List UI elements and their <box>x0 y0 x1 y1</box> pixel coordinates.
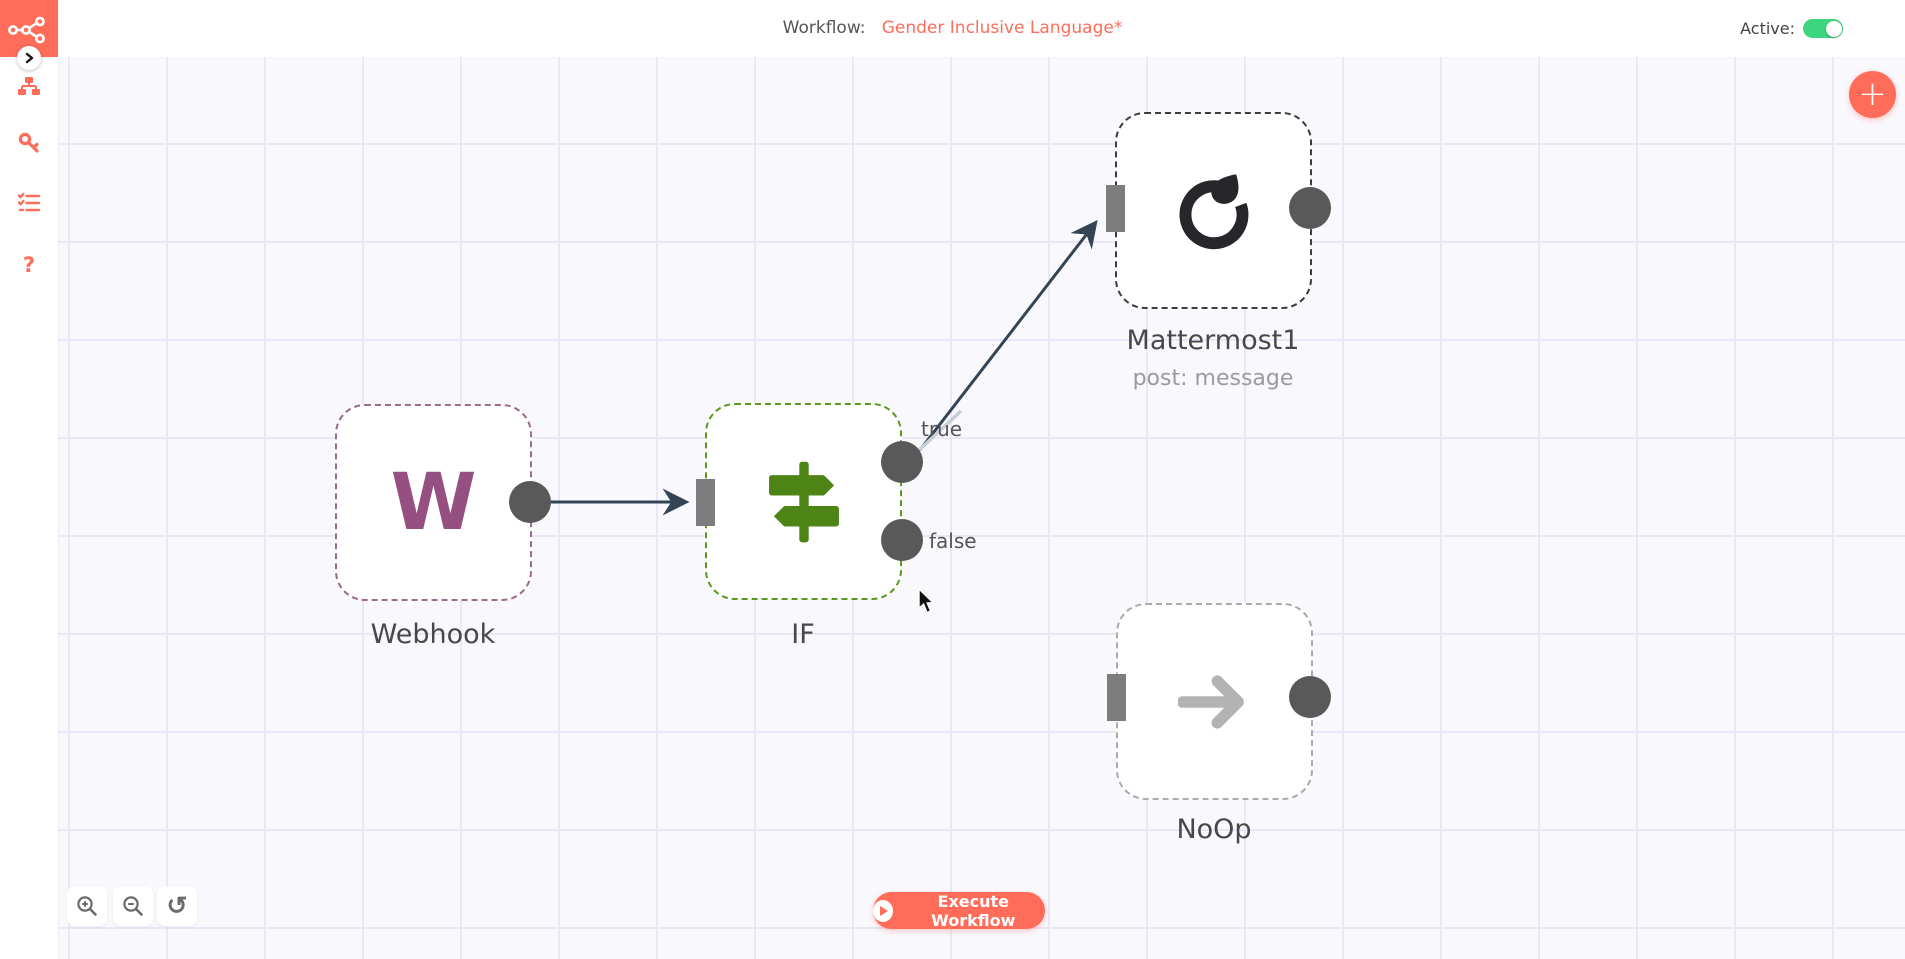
active-label: Active: <box>1740 19 1795 38</box>
webhook-icon: W <box>390 457 477 548</box>
sidebar: ? <box>0 0 58 959</box>
zoom-out-button[interactable] <box>113 886 153 926</box>
reset-zoom-button[interactable]: ↺ <box>157 886 197 926</box>
workflow-name[interactable]: Gender Inclusive Language* <box>881 18 1123 38</box>
sidebar-item-help[interactable]: ? <box>0 250 58 280</box>
sidebar-expand-button[interactable] <box>17 46 41 70</box>
if-output-label-false: false <box>929 529 977 553</box>
signpost-icon <box>768 461 839 542</box>
node-noop[interactable] <box>1116 603 1313 800</box>
mattermost-icon <box>1179 173 1248 249</box>
reset-zoom-icon: ↺ <box>166 891 188 920</box>
sidebar-item-executions[interactable] <box>0 188 58 218</box>
mouse-cursor <box>918 588 935 614</box>
workflow-title: Workflow: Gender Inclusive Language* <box>0 0 1905 57</box>
zoom-in-icon <box>77 896 97 916</box>
key-icon <box>18 132 39 153</box>
webhook-output-port[interactable] <box>509 481 551 523</box>
node-label-noop: NoOp <box>1176 814 1252 845</box>
node-label-webhook: Webhook <box>370 619 496 650</box>
workflow-canvas[interactable] <box>58 57 1905 959</box>
noop-input-port[interactable] <box>1107 674 1126 721</box>
workflow-title-label: Workflow: <box>782 18 866 38</box>
node-label-if: IF <box>791 619 815 650</box>
node-sublabel-mattermost1: post: message <box>1132 366 1294 391</box>
node-if[interactable] <box>705 403 902 600</box>
node-mattermost1[interactable] <box>1115 112 1312 309</box>
zoom-out-icon <box>123 896 143 916</box>
list-check-icon <box>17 192 41 212</box>
sidebar-item-credentials[interactable] <box>0 128 58 158</box>
question-mark-icon: ? <box>22 253 36 277</box>
noop-output-port[interactable] <box>1289 676 1331 718</box>
play-icon <box>873 899 893 922</box>
if-input-port[interactable] <box>696 479 715 526</box>
zoom-in-button[interactable] <box>67 886 107 926</box>
add-node-button[interactable]: + <box>1849 71 1896 118</box>
if-output-port-true[interactable] <box>881 441 923 483</box>
execute-workflow-button[interactable]: Execute Workflow <box>873 891 1045 930</box>
sitemap-icon <box>18 77 40 95</box>
chevron-right-icon <box>25 52 34 64</box>
if-output-label-true: true <box>921 417 963 441</box>
execute-workflow-label: Execute Workflow <box>931 891 1016 930</box>
sidebar-item-workflows[interactable] <box>0 72 58 102</box>
active-toggle-knob <box>1825 20 1842 37</box>
node-label-mattermost1: Mattermost1 <box>1126 325 1300 356</box>
node-webhook[interactable]: W <box>335 404 532 601</box>
mattermost-input-port[interactable] <box>1106 185 1125 232</box>
active-toggle[interactable] <box>1803 19 1843 38</box>
mattermost-output-port[interactable] <box>1289 187 1331 229</box>
if-output-port-false[interactable] <box>881 519 923 561</box>
arrow-right-icon <box>1177 674 1244 729</box>
header-bar: Workflow: Gender Inclusive Language* Act… <box>0 0 1905 57</box>
